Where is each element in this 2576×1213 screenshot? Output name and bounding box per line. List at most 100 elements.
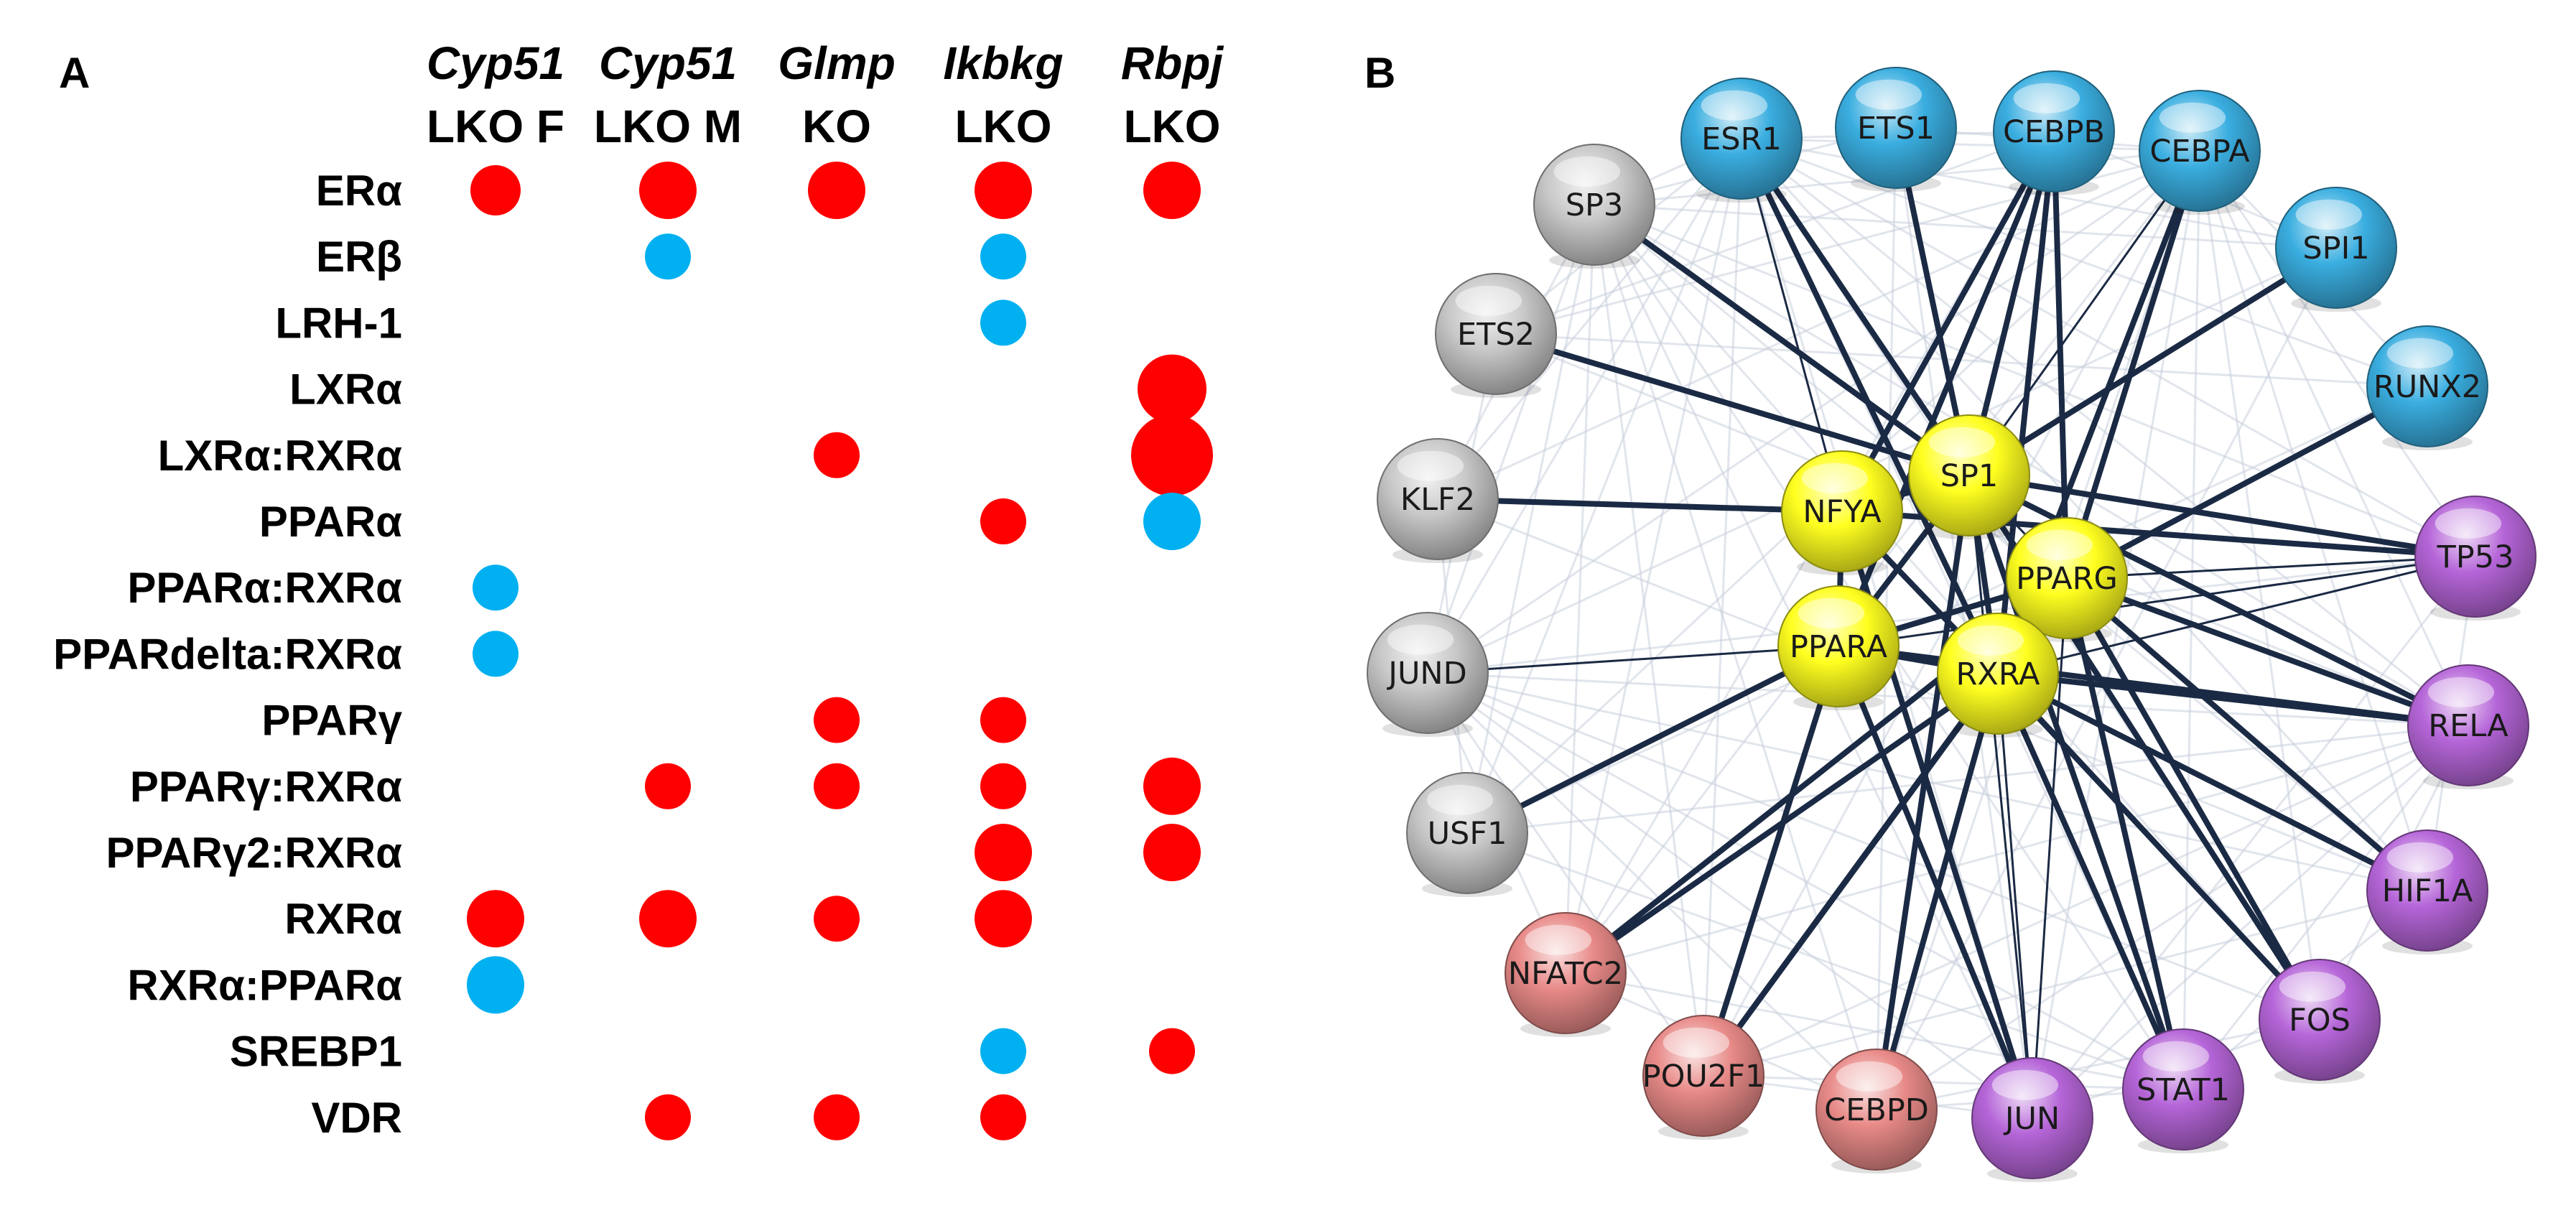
node-circle-ets2 [1435, 273, 1557, 395]
node-circle-runx2 [2366, 325, 2488, 447]
row-label-13: SREBP1 [230, 1028, 402, 1076]
node-circle-nfya [1781, 450, 1903, 572]
background-edge-28 [1427, 149, 2200, 674]
background-edge-33 [2198, 150, 2321, 1021]
column-header-gene-4: Rbpj [1121, 37, 1224, 89]
node-label-sp1: SP1 [1940, 458, 1999, 494]
edge-ppara-jun [1836, 643, 2035, 1121]
node-circle-stat1 [2122, 1028, 2244, 1151]
background-edge-72 [2031, 556, 2477, 1119]
node-circle-klf2 [1377, 438, 1499, 560]
edge-rxra-cebpd [1874, 671, 2001, 1112]
dot-red-r4-c4 [1131, 414, 1213, 496]
dot-red-r5-c3 [980, 498, 1026, 544]
dot-red-r8-c3 [980, 697, 1026, 743]
node-pou2f1: POU2F1 [1642, 1015, 1764, 1140]
row-label-3: LXRα [289, 366, 402, 414]
edge-sp1-rela [1966, 473, 2471, 728]
edge-pparg-tp53 [2065, 555, 2477, 580]
node-circle-jun [1971, 1057, 2093, 1179]
background-edge-83 [1565, 972, 2184, 1091]
dot-red-r11-c3 [975, 890, 1032, 948]
background-edge-9 [1741, 137, 2476, 558]
node-label-sp3: SP3 [1566, 187, 1624, 223]
node-circle-cebpa [2139, 90, 2261, 212]
node-ets2: ETS2 [1435, 273, 1557, 399]
node-circle-cebpd [1815, 1049, 1938, 1171]
node-cebpa: CEBPA [2139, 90, 2261, 215]
edge-pparg-fos [2064, 575, 2322, 1023]
dot-red-r10-c3 [975, 824, 1032, 881]
node-label-rxra: RXRA [1956, 656, 2040, 692]
node-highlight-nfatc2 [1525, 924, 1592, 955]
node-label-spi1: SPI1 [2302, 231, 2369, 266]
node-circle-nfatc2 [1505, 912, 1627, 1034]
node-highlight-pou2f1 [1663, 1027, 1730, 1058]
node-label-ppara: PPARA [1790, 629, 1888, 665]
background-edge-32 [2198, 150, 2429, 891]
node-hif1a: HIF1A [2366, 829, 2488, 955]
row-label-12: RXRα:PPARα [127, 961, 402, 1009]
edge-nfya-cebpb [1839, 129, 2057, 514]
node-highlight-esr1 [1701, 90, 1768, 121]
column-header-genotype-2: KO [802, 101, 871, 152]
edge-rxra-esr1 [1739, 136, 2001, 677]
node-highlight-cebpd [1836, 1061, 1903, 1092]
node-ppara: PPARA [1777, 585, 1900, 711]
node-jun: JUN [1971, 1057, 2093, 1183]
edge-rxra-nfatc2 [1563, 671, 2001, 976]
node-label-ets2: ETS2 [1457, 317, 1535, 353]
dot-red-r0-c2 [808, 162, 865, 219]
edge-pparg-stat1 [2064, 575, 2186, 1092]
node-label-nfatc2: NFATC2 [1508, 956, 1623, 992]
node-esr1: ESR1 [1680, 78, 1803, 203]
column-header-genotype-3: LKO [954, 101, 1051, 152]
background-edge-77 [1703, 724, 2469, 1077]
node-highlight-nfya [1801, 463, 1869, 493]
node-tp53: TP53 [2414, 496, 2537, 621]
edge-rxra-hif1a [1995, 671, 2430, 893]
edge-pparg-runx2 [2064, 384, 2430, 581]
node-usf1: USF1 [1406, 772, 1528, 898]
column-header-genotype-0: LKO F [427, 101, 564, 152]
dot-red-r3-c4 [1138, 354, 1206, 424]
node-label-rela: RELA [2428, 708, 2508, 744]
row-label-4: LXRα:RXRα [158, 432, 403, 480]
edge-sp1-jun [1968, 474, 2034, 1120]
row-label-6: PPARα:RXRα [127, 564, 402, 612]
edge-rxra-pou2f1 [1701, 671, 2001, 1079]
node-highlight-fos [2279, 971, 2346, 1002]
edge-nfya-klf2 [1435, 496, 1845, 514]
node-circle-esr1 [1680, 78, 1803, 200]
edge-rxra-tp53 [1996, 555, 2477, 675]
dot-red-r14-c2 [814, 1094, 860, 1140]
background-edge-42 [1495, 333, 2428, 388]
column-header-gene-3: Ikbkg [943, 37, 1063, 89]
node-highlight-spi1 [2295, 199, 2363, 230]
node-circle-usf1 [1406, 772, 1528, 894]
dot-red-r14-c3 [980, 1094, 1026, 1140]
background-edge-48 [1594, 203, 2469, 727]
node-label-ets1: ETS1 [1857, 111, 1935, 147]
node-circle-sp3 [1533, 144, 1655, 266]
dot-blue-r2-c3 [980, 299, 1026, 346]
node-highlight-rela [2427, 677, 2495, 707]
background-edge-34 [2182, 150, 2201, 1090]
node-fos: FOS [2259, 959, 2381, 1084]
node-label-hif1a: HIF1A [2382, 873, 2473, 909]
dot-blue-r12-c0 [467, 956, 524, 1014]
dot-red-r14-c1 [645, 1094, 691, 1140]
dot-blue-r7-c0 [473, 631, 519, 677]
dot-red-r9-c4 [1143, 757, 1201, 815]
background-edge-70 [1466, 832, 2184, 1091]
background-edge-82 [1876, 1018, 2320, 1111]
edge-sp1-spi1 [1966, 245, 2339, 478]
background-edge-8 [1466, 138, 1743, 834]
node-label-pparg: PPARG [2016, 561, 2118, 597]
row-labels: ERαERβLRH-1LXRαLXRα:RXRαPPARαPPARα:RXRαP… [53, 167, 402, 1142]
edge-rxra-fos [1995, 671, 2322, 1023]
node-highlight-cebpb [2013, 83, 2080, 113]
background-edge-45 [1426, 204, 1596, 674]
